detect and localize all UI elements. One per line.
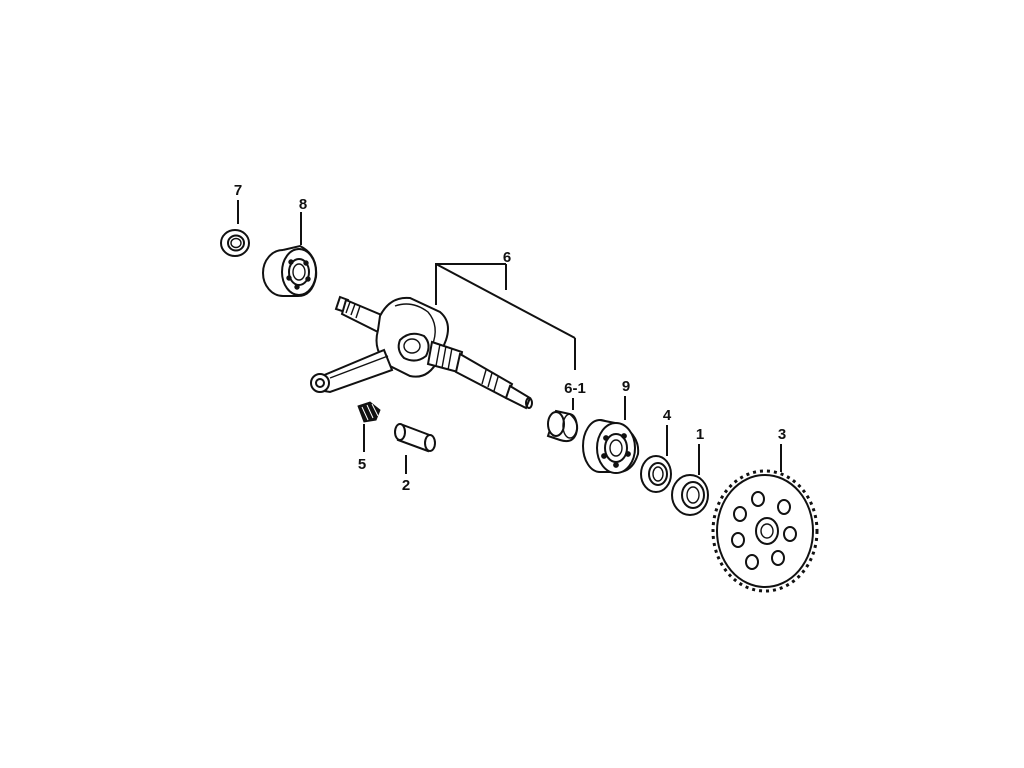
callout-3: 3 [778,426,786,443]
callout-4: 4 [663,407,672,424]
part-6-1-bushing: 6-1 [546,380,586,443]
part-9-ball-bearing: 9 [582,378,640,474]
callout-2: 2 [402,477,410,494]
callout-1: 1 [696,426,704,443]
callout-8: 8 [299,196,307,213]
part-8-ball-bearing: 8 [262,196,318,297]
part-6-crankshaft-assembly: 6 [310,249,576,410]
part-5-needle-bearing: 5 [357,401,381,473]
callout-6-1: 6-1 [564,380,586,397]
bracket-6-diag [435,263,576,339]
callout-6: 6 [503,249,511,266]
part-4-oil-seal: 4 [640,407,672,493]
callout-9: 9 [622,378,630,395]
part-1-oil-seal: 1 [671,426,709,516]
part-7-oil-seal: 7 [220,182,250,257]
callout-7: 7 [234,182,242,199]
callout-5: 5 [358,456,366,473]
part-3-drive-gear: 3 [711,426,819,593]
part-2-piston-pin: 2 [394,423,436,494]
